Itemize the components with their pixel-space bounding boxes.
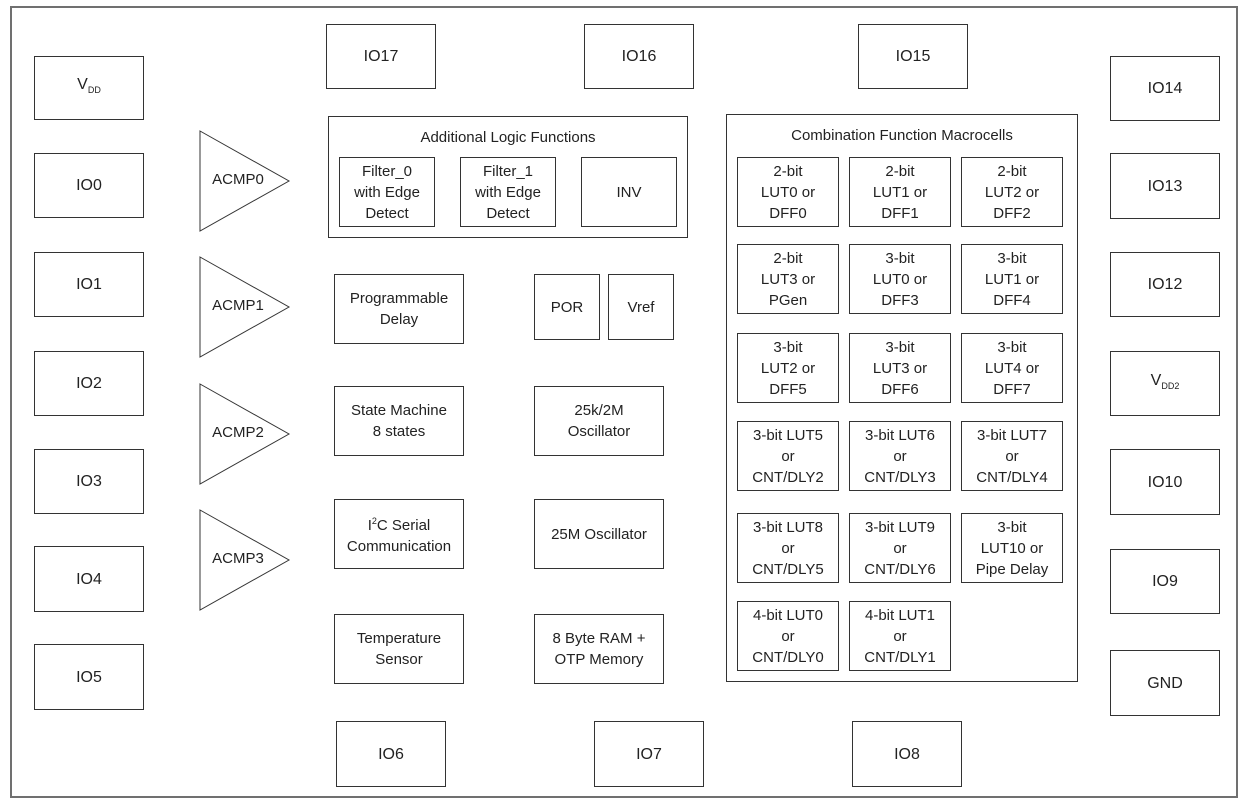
macrocell-3bit-lut5: 3-bit LUT5 or CNT/DLY2 — [737, 421, 839, 491]
macrocell-3bit-lut8: 3-bit LUT8 or CNT/DLY5 — [737, 513, 839, 583]
pin-vdd2: VDD2 — [1110, 351, 1220, 416]
additional-logic-title: Additional Logic Functions — [420, 129, 596, 146]
comparator-triangle-icon — [199, 383, 291, 485]
pin-io15: IO15 — [858, 24, 968, 89]
oscillator-25k2m-block: 25k/2M Oscillator — [534, 386, 664, 456]
macrocell-4bit-lut0: 4-bit LUT0 or CNT/DLY0 — [737, 601, 839, 671]
pin-io7: IO7 — [594, 721, 704, 787]
comparator-label: ACMP3 — [212, 550, 264, 567]
pin-io8: IO8 — [852, 721, 962, 787]
pin-vdd-label: VDD — [77, 76, 101, 96]
pin-io6: IO6 — [336, 721, 446, 787]
comparator-acmp3: ACMP3 — [199, 509, 291, 611]
filter-0-block: Filter_0 with Edge Detect — [339, 157, 435, 227]
comparator-triangle-icon — [199, 130, 291, 232]
macrocell-3bit-lut3: 3-bit LUT3 or DFF6 — [849, 333, 951, 403]
memory-block: 8 Byte RAM + OTP Memory — [534, 614, 664, 684]
pin-io0: IO0 — [34, 153, 144, 218]
macrocell-4bit-lut1: 4-bit LUT1 or CNT/DLY1 — [849, 601, 951, 671]
macrocell-3bit-lut1: 3-bit LUT1 or DFF4 — [961, 244, 1063, 314]
macrocell-3bit-lut0: 3-bit LUT0 or DFF3 — [849, 244, 951, 314]
diagram-frame — [10, 6, 1238, 798]
pin-io14: IO14 — [1110, 56, 1220, 121]
macrocell-3bit-lut6: 3-bit LUT6 or CNT/DLY3 — [849, 421, 951, 491]
macrocells-title: Combination Function Macrocells — [791, 127, 1013, 144]
pin-io16: IO16 — [584, 24, 694, 89]
macrocell-3bit-lut7: 3-bit LUT7 or CNT/DLY4 — [961, 421, 1063, 491]
pin-gnd: GND — [1110, 650, 1220, 716]
filter-1-block: Filter_1 with Edge Detect — [460, 157, 556, 227]
comparator-acmp0: ACMP0 — [199, 130, 291, 232]
macrocell-3bit-lut10: 3-bit LUT10 or Pipe Delay — [961, 513, 1063, 583]
pin-io17: IO17 — [326, 24, 436, 89]
temperature-sensor-block: Temperature Sensor — [334, 614, 464, 684]
pin-io12: IO12 — [1110, 252, 1220, 317]
macrocell-2bit-lut2: 2-bit LUT2 or DFF2 — [961, 157, 1063, 227]
pin-io4: IO4 — [34, 546, 144, 612]
macrocells-panel: Combination Function Macrocells 2-bit LU… — [726, 114, 1078, 682]
macrocell-3bit-lut9: 3-bit LUT9 or CNT/DLY6 — [849, 513, 951, 583]
pin-io5: IO5 — [34, 644, 144, 710]
macrocell-2bit-lut1: 2-bit LUT1 or DFF1 — [849, 157, 951, 227]
pin-io10: IO10 — [1110, 449, 1220, 515]
pin-vdd2-label: VDD2 — [1150, 371, 1180, 392]
comparator-label: ACMP2 — [212, 424, 264, 441]
pin-io13: IO13 — [1110, 153, 1220, 219]
comparator-triangle-icon — [199, 509, 291, 611]
por-block: POR — [534, 274, 600, 340]
additional-logic-panel: Additional Logic Functions Filter_0 with… — [328, 116, 688, 238]
comparator-label: ACMP1 — [212, 297, 264, 314]
pin-io2: IO2 — [34, 351, 144, 416]
macrocell-2bit-lut0: 2-bit LUT0 or DFF0 — [737, 157, 839, 227]
state-machine-block: State Machine 8 states — [334, 386, 464, 456]
macrocell-3bit-lut4: 3-bit LUT4 or DFF7 — [961, 333, 1063, 403]
macrocell-2bit-lut3: 2-bit LUT3 or PGen — [737, 244, 839, 314]
vref-block: Vref — [608, 274, 674, 340]
comparator-label: ACMP0 — [212, 171, 264, 188]
pin-io9: IO9 — [1110, 549, 1220, 614]
pin-io1: IO1 — [34, 252, 144, 317]
programmable-delay-block: Programmable Delay — [334, 274, 464, 344]
pin-io3: IO3 — [34, 449, 144, 514]
comparator-acmp1: ACMP1 — [199, 256, 291, 358]
macrocell-3bit-lut2: 3-bit LUT2 or DFF5 — [737, 333, 839, 403]
inv-block: INV — [581, 157, 677, 227]
oscillator-25m-block: 25M Oscillator — [534, 499, 664, 569]
pin-vdd: VDD — [34, 56, 144, 120]
comparator-acmp2: ACMP2 — [199, 383, 291, 485]
comparator-triangle-icon — [199, 256, 291, 358]
